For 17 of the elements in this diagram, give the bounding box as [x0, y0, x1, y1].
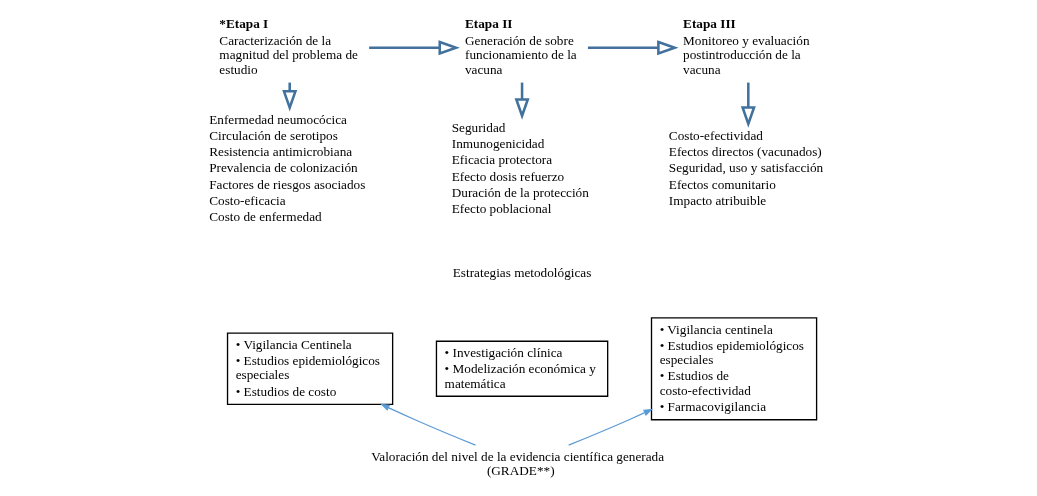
- arrow: [282, 82, 298, 111]
- arrow: [369, 39, 460, 55]
- label: Estrategias metodológicas: [452, 264, 592, 280]
- node-text: Enfermedad neumocócica Circulación de serotipos Resistencia antimicrobiana Prevalencia de colonización Factores de riesgos asociados Costo-eficacia Costo de enfermedad: [209, 111, 366, 224]
- node-text: Costo-efectividad Efectos directos (vacunados) Seguridad, uso y satisfacción Efectos comunitario Impacto atribuible: [668, 127, 824, 208]
- arrow: [568, 408, 654, 446]
- arrow: [380, 403, 477, 446]
- node-box: • Vigilancia centinela • Estudios epidemiológicos especiales • Estudios de costo-efectividad • Farmacovigilancia: [650, 316, 818, 420]
- node-text: Etapa III Monitoreo y evaluación postintroducción de la vacuna: [683, 15, 810, 77]
- node-text: Seguridad Inmunogenicidad Eficacia protectora Efecto dosis refuerzo Duración de la protección Efecto poblacional: [451, 119, 589, 216]
- node-text: *Etapa I Caracterización de la magnitud del problema de estudio: [219, 15, 358, 77]
- node-box: • Vigilancia Centinela • Estudios epidemiológicos especiales • Estudios de costo: [226, 331, 394, 405]
- node-box: • Investigación clínica • Modelización económica y matemática: [435, 340, 609, 397]
- node-text: Etapa II Generación de sobre funcionamiento de la vacuna: [464, 15, 577, 77]
- arrow: [740, 82, 756, 128]
- node-text: Valoración del nivel de la evidencia científica generada (GRADE**): [371, 448, 665, 478]
- arrow: [587, 39, 679, 55]
